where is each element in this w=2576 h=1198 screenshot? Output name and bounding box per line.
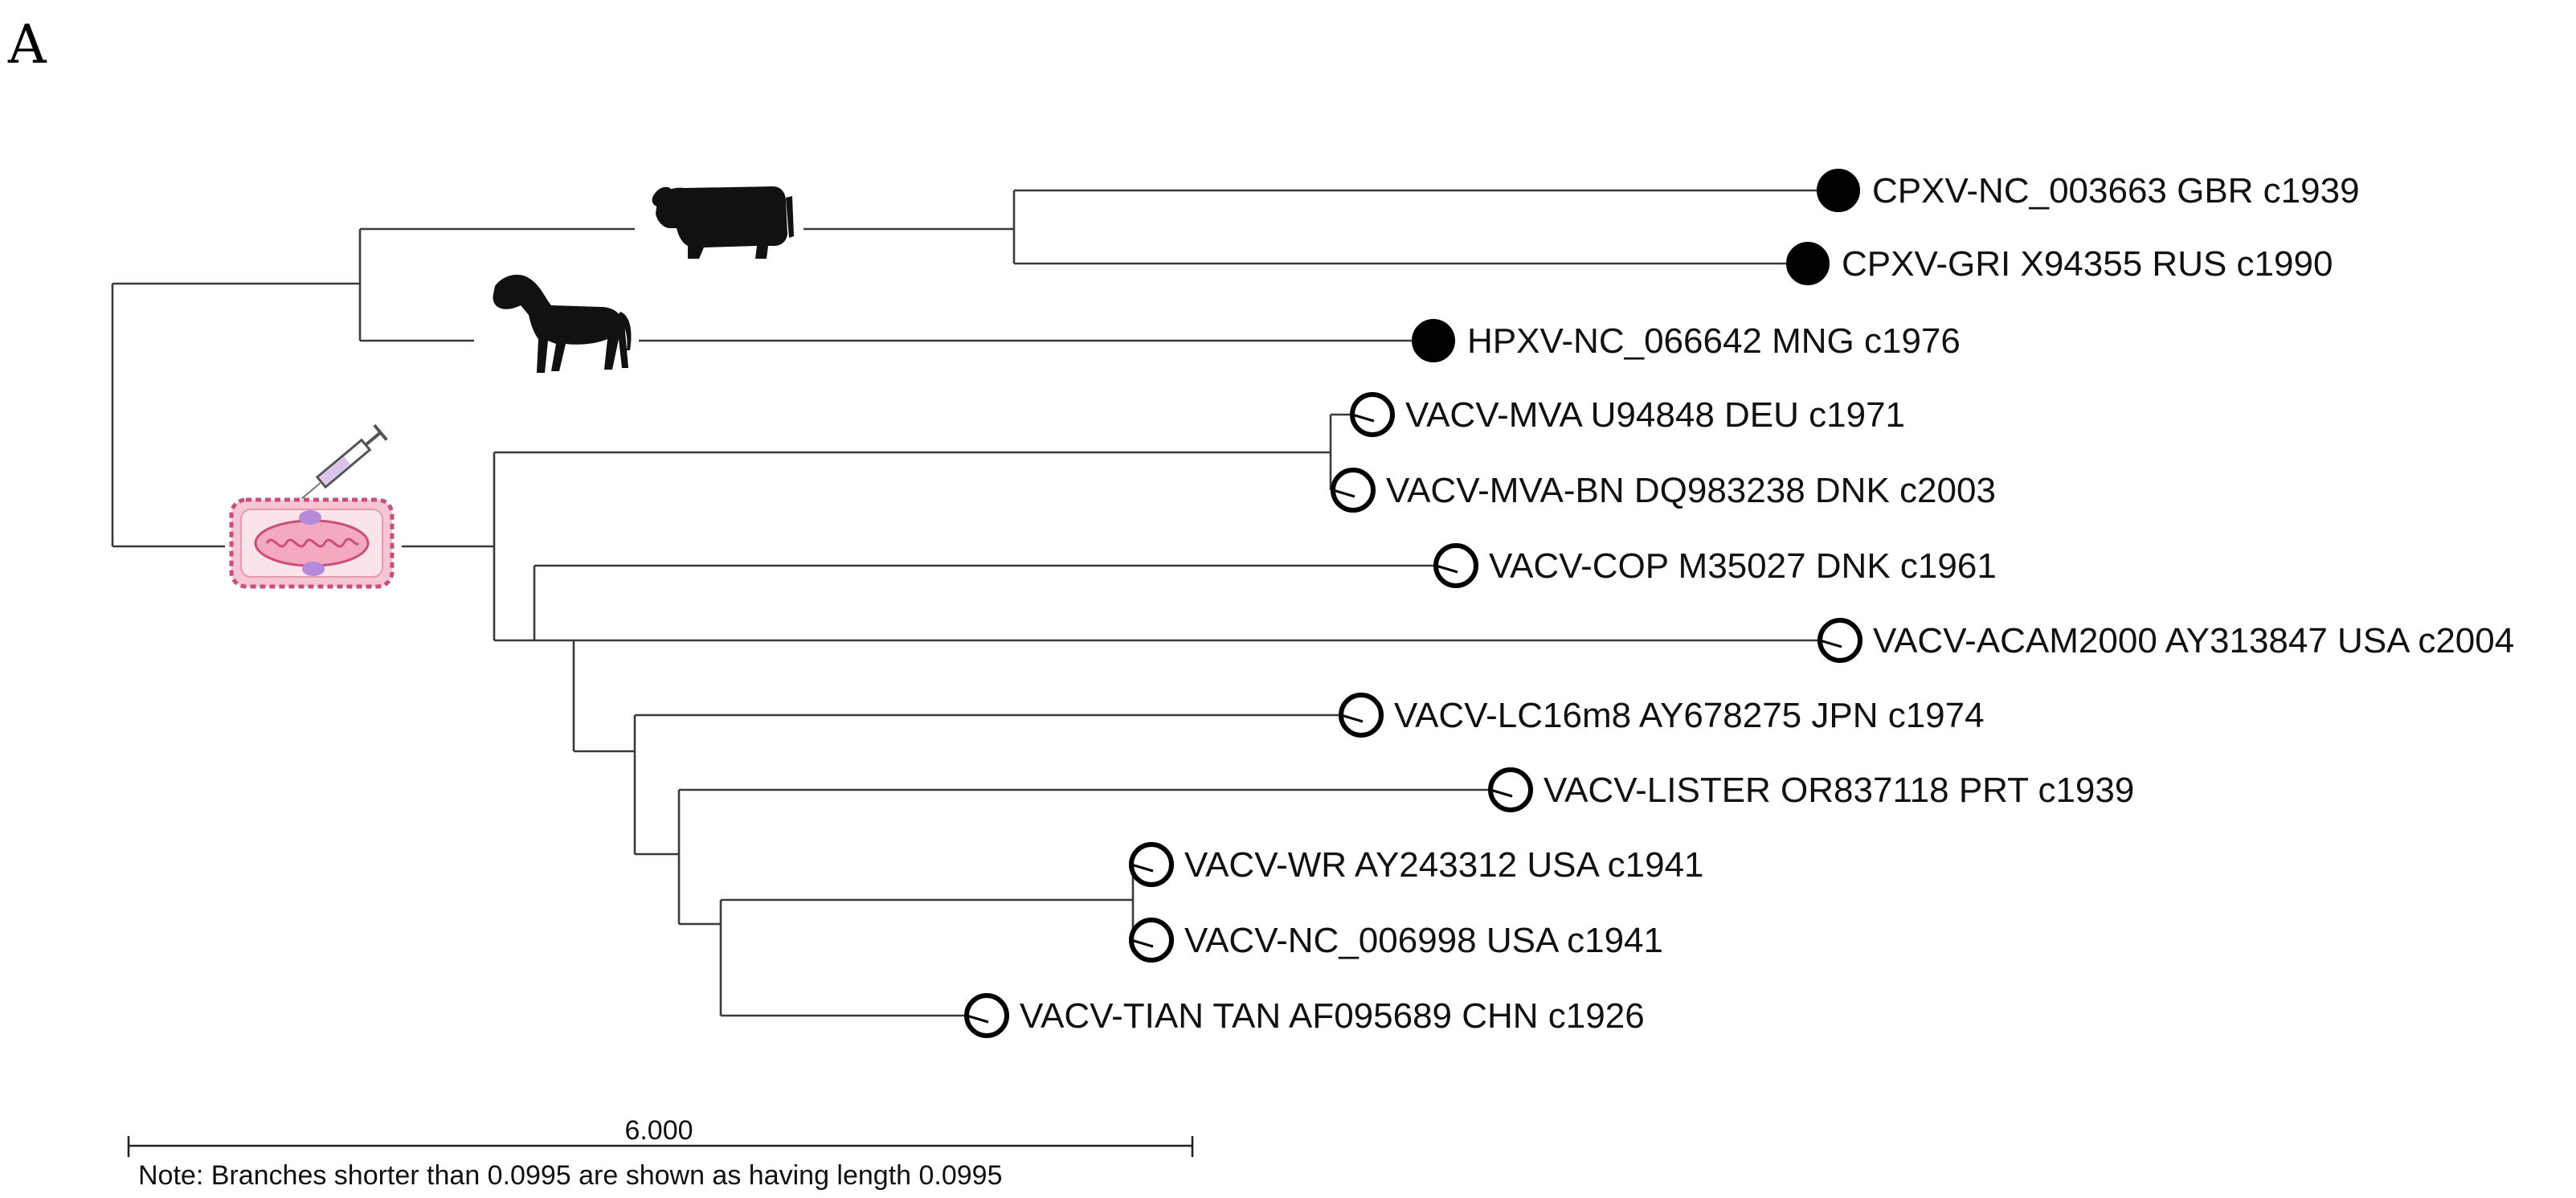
- open-circle-tip-marker: [1129, 918, 1174, 963]
- branch-vaccinia-root: [493, 451, 1331, 642]
- filled-circle-tip-marker: [1412, 319, 1455, 362]
- branch-lister: [677, 788, 1511, 926]
- tree-branches: [111, 189, 1840, 1017]
- tip-branch-end: [966, 1014, 989, 1024]
- open-circle-tip-marker: [1433, 543, 1478, 588]
- open-circle-tip-marker: [1129, 842, 1174, 887]
- tip-branch-end: [1332, 489, 1355, 498]
- tip-branch-end: [1819, 639, 1842, 648]
- taxon-label: VACV-WR AY243312 USA c1941: [1184, 845, 1704, 885]
- scale-bar-note: Note: Branches shorter than 0.0995 are s…: [138, 1160, 1003, 1191]
- taxon-label: VACV-NC_006998 USA c1941: [1184, 921, 1663, 960]
- tip-branch-end: [1351, 413, 1375, 423]
- panel-label: A: [7, 14, 47, 76]
- cow-icon: [652, 186, 794, 259]
- tip-branch-end: [1340, 713, 1364, 723]
- open-circle-tip-marker: [1331, 468, 1376, 513]
- tip-branch-end: [1490, 788, 1513, 798]
- tip-branch-end: [1131, 938, 1154, 948]
- branch-acam-split: [572, 639, 1840, 753]
- open-circle-tip-marker: [1488, 767, 1533, 812]
- open-circle-tip-marker: [1350, 392, 1395, 437]
- branch-root: [111, 282, 360, 548]
- taxon-label: CPXV-NC_003663 GBR c1939: [1872, 171, 2360, 211]
- vaccine-cell-culture-icon: [229, 423, 395, 589]
- scale-bar-line: [127, 1136, 1194, 1157]
- open-circle-tip-marker: [1339, 693, 1384, 738]
- tip-branch-end: [1435, 564, 1458, 574]
- filled-circle-tip-marker: [1817, 169, 1860, 212]
- syringe-icon: [301, 423, 388, 500]
- taxon-label: VACV-LC16m8 AY678275 JPN c1974: [1394, 696, 1985, 735]
- taxon-label: CPXV-GRI X94355 RUS c1990: [1842, 244, 2333, 284]
- taxon-label: VACV-MVA U94848 DEU c1971: [1405, 395, 1905, 435]
- scale-bar: 6.000 Note: Branches shorter than 0.0995…: [127, 1115, 1194, 1191]
- tip-markers: [964, 169, 1862, 1038]
- open-circle-tip-marker: [1818, 618, 1862, 663]
- branch-wr: [719, 898, 1133, 1017]
- taxon-label: VACV-LISTER OR837118 PRT c1939: [1544, 771, 2134, 810]
- horse-icon: [493, 274, 632, 373]
- taxon-label: VACV-COP M35027 DNK c1961: [1489, 546, 1997, 586]
- scale-bar-value: 6.000: [624, 1115, 693, 1146]
- tip-branch-end: [1131, 863, 1154, 873]
- branch-lc16: [633, 713, 1361, 856]
- taxon-label: VACV-TIAN TAN AF095689 CHN c1926: [1020, 996, 1645, 1036]
- branch-cowpox-split: [1012, 189, 1838, 265]
- taxon-label: VACV-MVA-BN DQ983238 DNK c2003: [1386, 471, 1996, 510]
- taxon-label: VACV-ACAM2000 AY313847 USA c2004: [1873, 621, 2514, 660]
- filled-circle-tip-marker: [1786, 242, 1830, 285]
- taxon-label: HPXV-NC_066642 MNG c1976: [1467, 321, 1961, 361]
- open-circle-tip-marker: [964, 993, 1009, 1038]
- branch-cop: [533, 564, 1456, 640]
- branch-orthopox-animal-clade: [358, 227, 635, 342]
